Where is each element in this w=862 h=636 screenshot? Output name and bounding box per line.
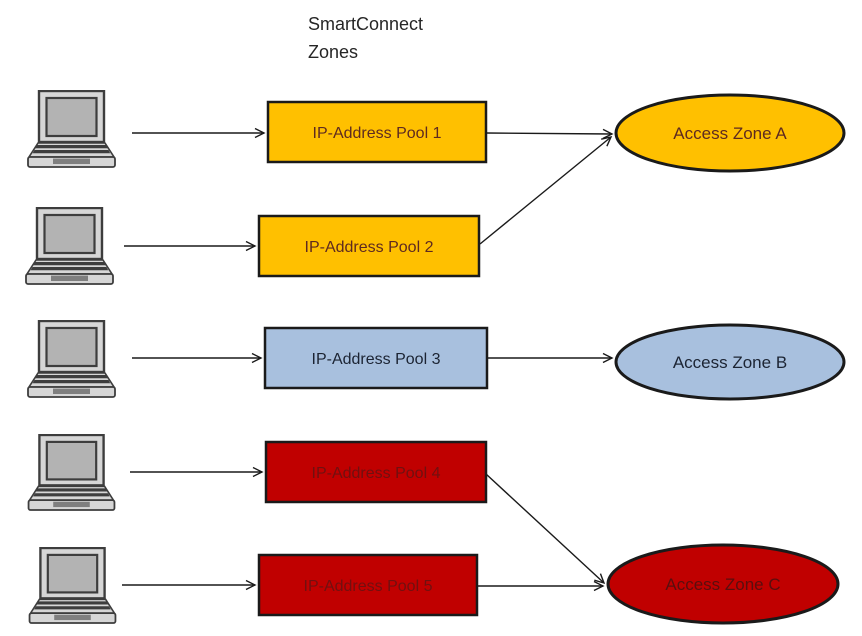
zone-A-ellipse — [614, 93, 846, 173]
laptop-icon — [26, 90, 117, 169]
pool-2-box — [257, 214, 481, 278]
arrow-pool4-zoneC — [485, 473, 606, 585]
diagram-title-line2: Zones — [308, 42, 358, 62]
zone-ellipses — [606, 93, 846, 625]
pool-3-label: IP-Address Pool 3 — [312, 351, 441, 368]
pool-2-label: IP-Address Pool 2 — [305, 239, 434, 256]
pool-labels: IP-Address Pool 1 IP-Address Pool 2 IP-A… — [304, 125, 442, 595]
client-to-pool-arrows — [122, 127, 266, 591]
zone-B-label: Access Zone B — [673, 353, 787, 372]
pool-boxes — [257, 100, 489, 617]
zone-A-label: Access Zone A — [673, 124, 787, 143]
arrow-pool2-zoneA — [479, 136, 613, 245]
laptop-icon — [27, 434, 116, 512]
pool-to-zone-arrows — [477, 128, 614, 592]
zone-B-ellipse — [614, 323, 846, 401]
laptop-icon — [26, 320, 117, 399]
laptop-icon — [24, 207, 115, 286]
laptop-icon — [28, 547, 117, 625]
pool-5-box — [257, 553, 479, 617]
pool-1-label: IP-Address Pool 1 — [313, 125, 442, 142]
diagram-title-line1: SmartConnect — [308, 14, 423, 34]
zone-C-label: Access Zone C — [665, 575, 780, 594]
pool-4-box — [264, 440, 488, 504]
pool-1-box — [266, 100, 488, 164]
pool-5-label: IP-Address Pool 5 — [304, 578, 433, 595]
arrow-pool1-zoneA — [485, 128, 614, 140]
zone-labels: Access Zone A Access Zone B Access Zone … — [665, 124, 787, 594]
zone-C-ellipse — [606, 543, 840, 625]
pool-4-label: IP-Address Pool 4 — [312, 465, 441, 482]
pool-3-box — [263, 326, 489, 390]
